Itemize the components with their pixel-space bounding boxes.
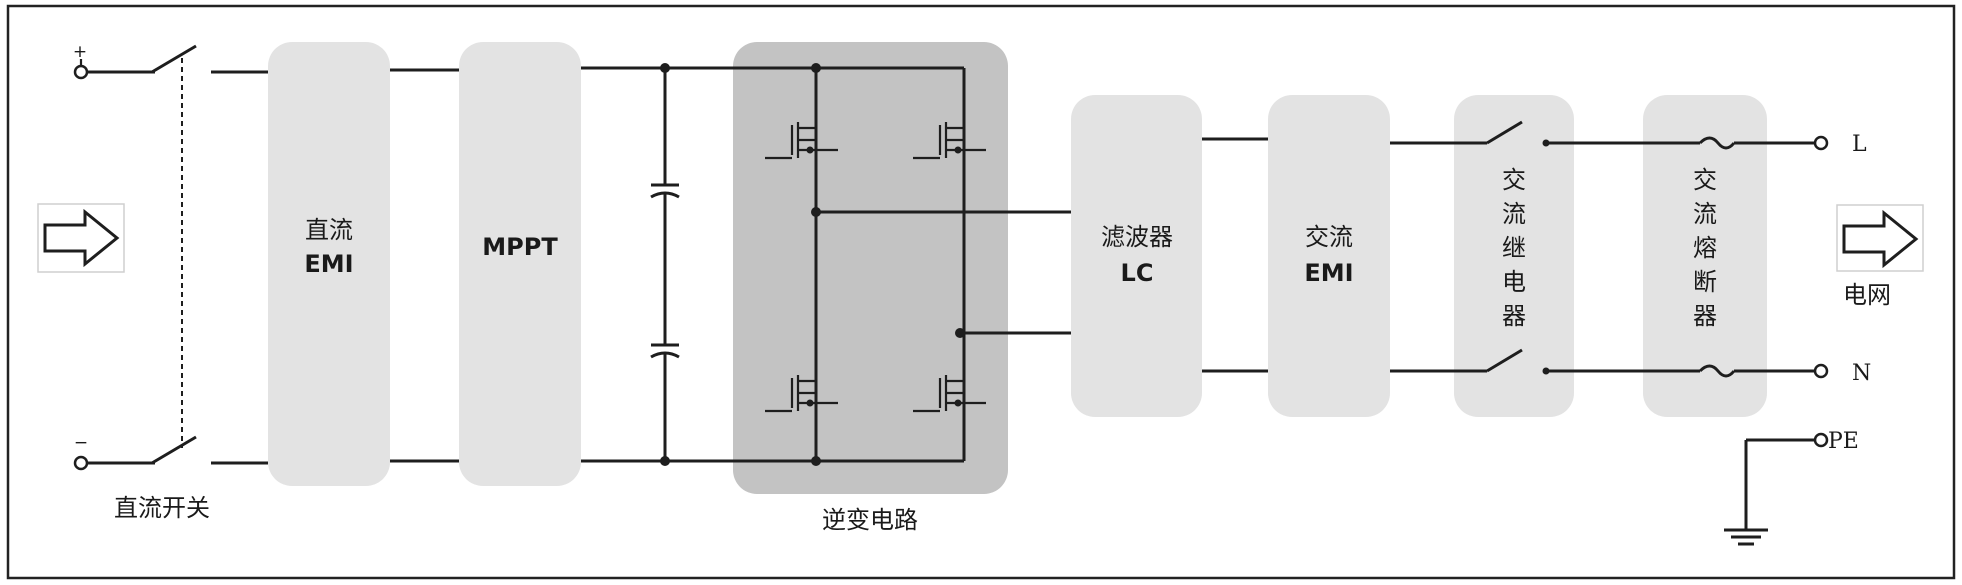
grid-label: 电网 <box>1843 281 1891 309</box>
ac-n-terminal <box>1813 363 1829 379</box>
lc-filter-subtitle: LC <box>1121 259 1154 287</box>
ac-relay-char: 电 <box>1502 268 1526 296</box>
ac-emi-subtitle: EMI <box>1304 259 1353 287</box>
dc-switch-label: 直流开关 <box>114 494 210 522</box>
ac-relay-char: 器 <box>1502 302 1526 330</box>
ac-fuse-char: 交 <box>1693 166 1717 194</box>
ac-l-label: L <box>1852 132 1867 157</box>
fuse-icon <box>1698 364 1815 378</box>
pe-label: PE <box>1828 429 1859 454</box>
inverter-circuit-label: 逆变电路 <box>822 506 918 534</box>
mppt-block <box>459 42 581 486</box>
lc-filter-block <box>1071 95 1202 417</box>
mosfet-icon <box>765 375 838 413</box>
ac-relay-switch-icon <box>1485 348 1700 375</box>
ac-relay-switch-icon <box>1485 120 1700 147</box>
ac-fuse-char: 流 <box>1693 200 1717 228</box>
inverter-bridge <box>811 63 1071 466</box>
ac-n-label: N <box>1852 361 1871 386</box>
ac-relay-char: 流 <box>1502 200 1526 228</box>
ac-relay-char: 继 <box>1502 234 1526 262</box>
ac-fuse-char: 断 <box>1693 268 1717 296</box>
dc-emi-title: 直流 <box>305 216 353 244</box>
ac-fuse-title: 交 流 熔 断 器 <box>1693 166 1717 330</box>
dc-emi-subtitle: EMI <box>304 250 353 278</box>
fuse-icon <box>1698 136 1815 150</box>
mosfet-icon <box>913 122 986 160</box>
ac-emi-title: 交流 <box>1305 223 1353 251</box>
ac-emi-block <box>1268 95 1390 417</box>
dc-minus-label: − <box>74 433 88 453</box>
mppt-title: MPPT <box>482 233 558 261</box>
dc-minus-terminal <box>73 455 89 471</box>
input-arrow-icon <box>37 203 125 273</box>
dc-plus-switch-icon <box>87 44 268 74</box>
ac-relay-char: 交 <box>1502 166 1526 194</box>
ac-l-terminal <box>1813 135 1829 151</box>
pe-ground-wire <box>1744 432 1829 530</box>
dc-emi-block <box>268 42 390 486</box>
lc-filter-title: 滤波器 <box>1101 223 1173 251</box>
mosfet-icon <box>765 122 838 160</box>
ac-fuse-char: 熔 <box>1693 234 1717 262</box>
mosfet-icon <box>913 375 986 413</box>
ac-fuse-char: 器 <box>1693 302 1717 330</box>
ac-relay-block <box>1454 95 1574 417</box>
inverter-shaded-area <box>733 42 1008 494</box>
ground-icon <box>1724 528 1768 546</box>
ac-fuse-block <box>1643 95 1767 417</box>
output-arrow-icon <box>1836 204 1924 272</box>
ac-relay-title: 交 流 继 电 器 <box>1502 166 1526 330</box>
capacitor-icon <box>650 63 680 466</box>
dc-minus-switch-icon <box>87 435 268 465</box>
dc-plus-label: + <box>73 42 87 62</box>
